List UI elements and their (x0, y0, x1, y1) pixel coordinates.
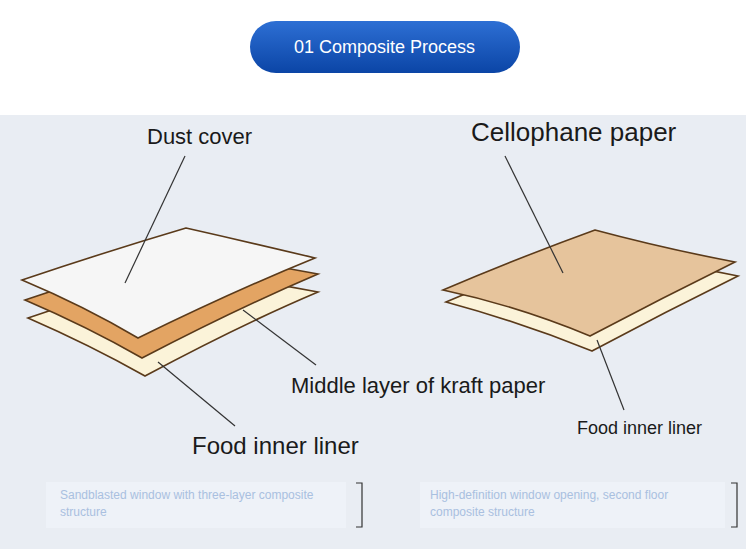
part-label: Food inner liner (192, 432, 359, 460)
title-pill (250, 21, 520, 73)
leader-line (158, 362, 235, 426)
leader-line (597, 340, 624, 410)
dust-cover-layer (22, 228, 315, 338)
leader-line (505, 156, 563, 273)
bracket (731, 483, 737, 527)
leader-line (125, 156, 185, 283)
faint-note: Sandblasted window with three-layer comp… (60, 487, 340, 521)
background-band (0, 115, 746, 549)
title: 01 Composite Process (294, 37, 475, 58)
faint-note: High-definition window opening, second f… (430, 487, 718, 521)
part-label: Dust cover (147, 124, 252, 149)
bracket (356, 483, 362, 527)
cellophane-layer (443, 230, 735, 336)
caption-box (420, 482, 725, 528)
part-label: Food inner liner (577, 418, 702, 439)
caption-box (46, 482, 346, 528)
part-label: Middle layer of kraft paper (291, 373, 545, 398)
leader-line (243, 310, 316, 365)
part-label: Cellophane paper (471, 118, 676, 148)
